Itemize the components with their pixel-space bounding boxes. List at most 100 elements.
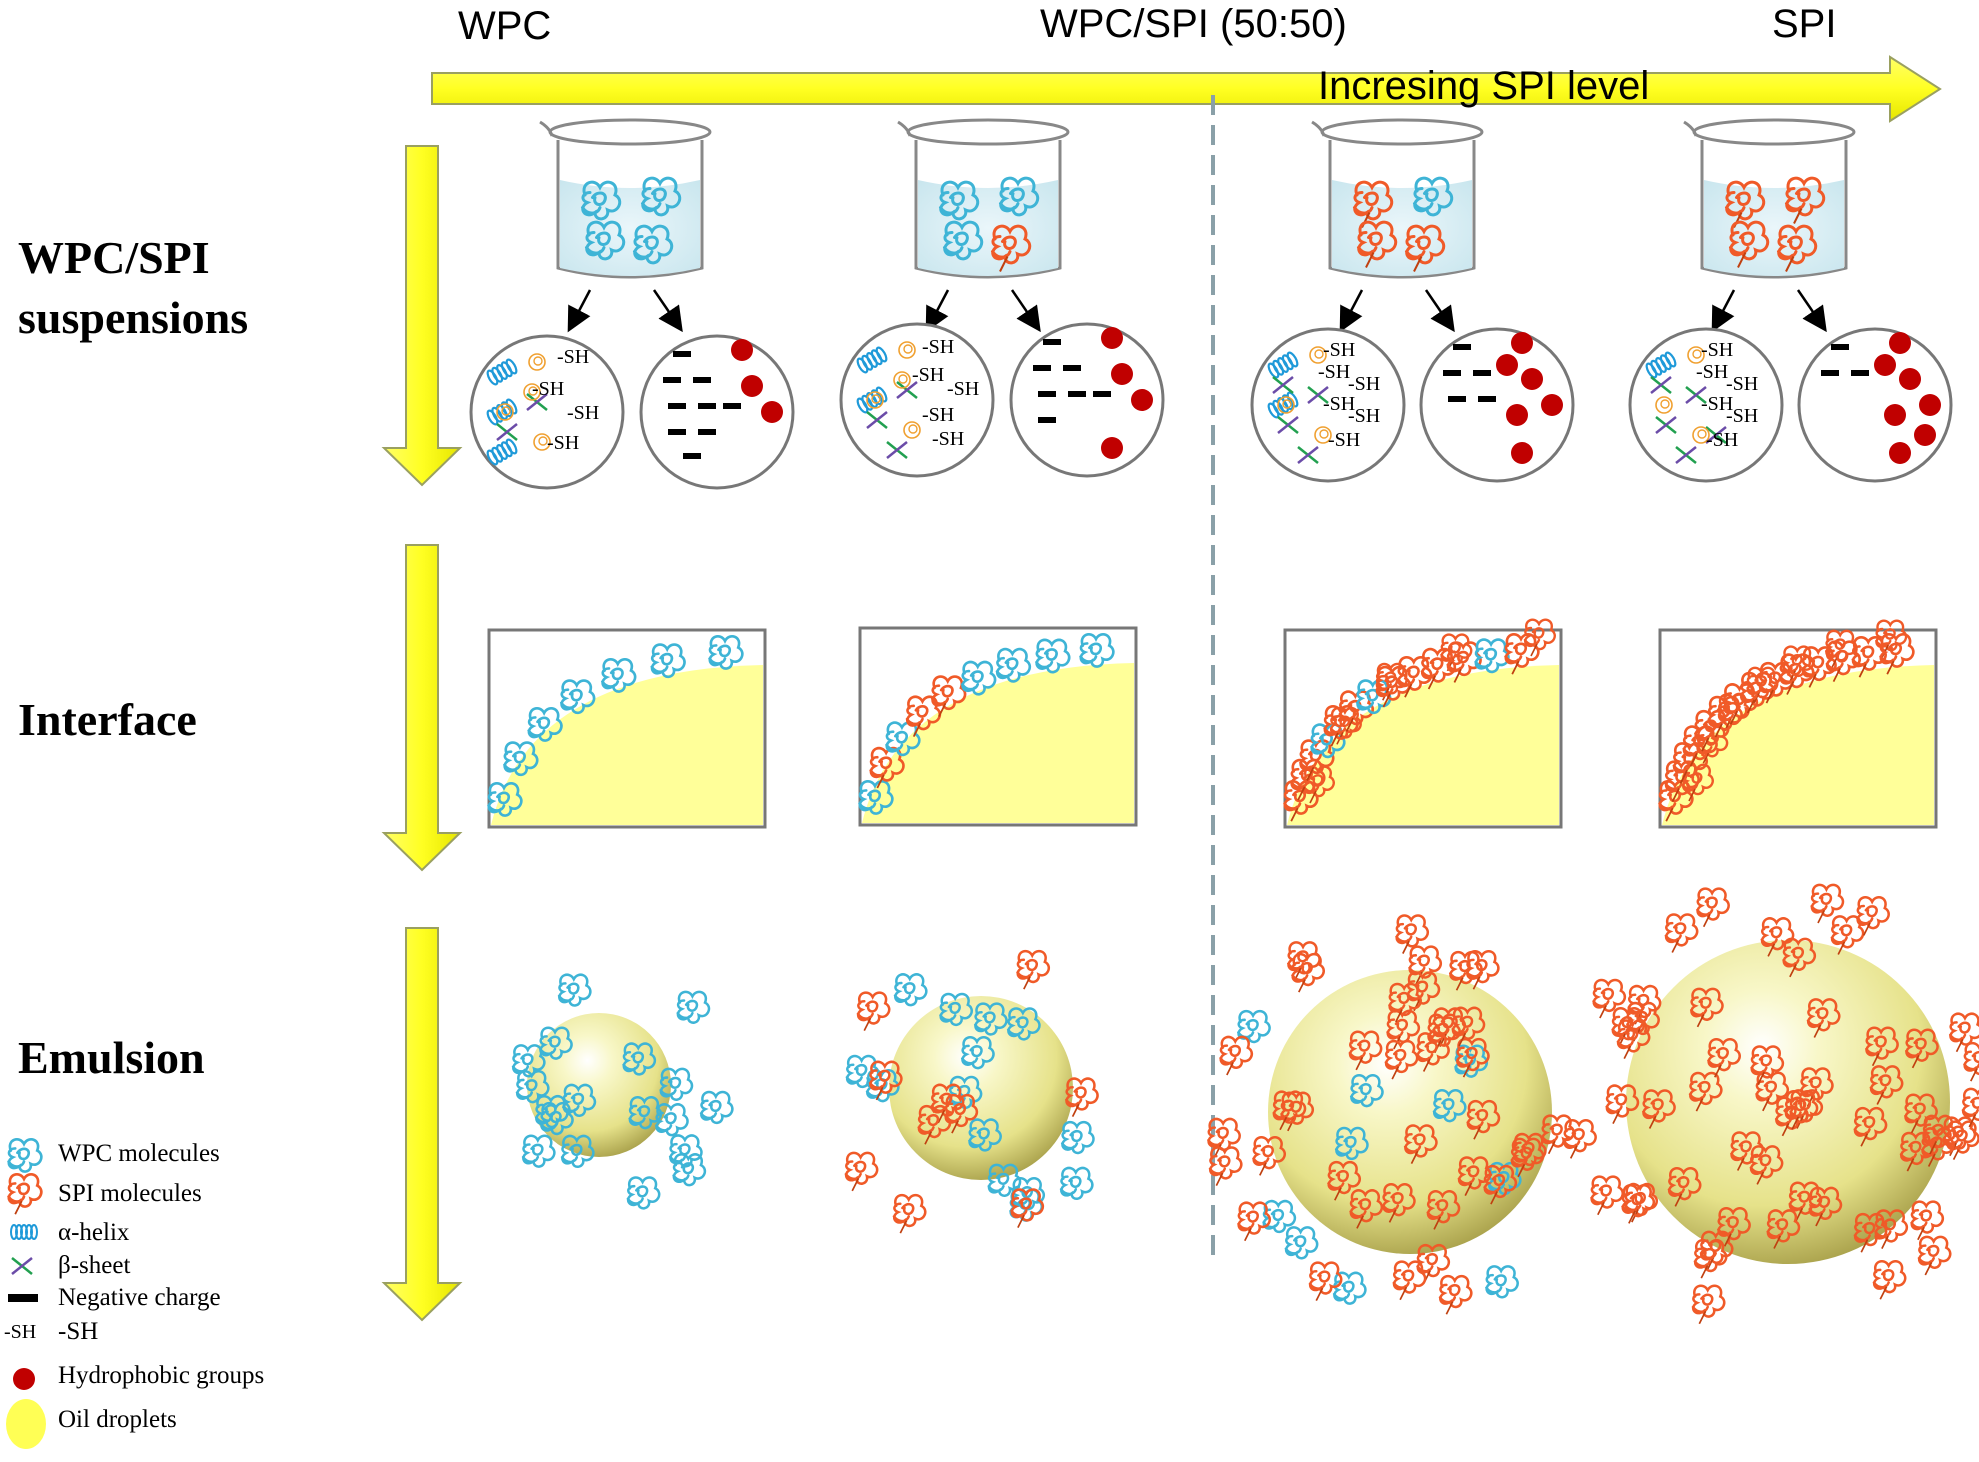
hydrophobic-group-icon [1101,327,1123,349]
hydrophobic-group-icon [741,375,763,397]
spi-molecule-icon [1760,917,1795,957]
wpc-molecule-icon [973,1002,1008,1036]
spi-molecule-icon [1949,1012,1979,1053]
stage-arrow-interface [381,544,463,872]
sh-group-label: -SH [1726,373,1759,395]
structure-circle [839,322,995,478]
stage-arrow-emulsion [381,927,463,1322]
beaker [1311,118,1484,333]
wpc-molecule-icon [1485,1265,1519,1299]
oil-droplet [844,949,1099,1234]
beta-sheet-icon [496,423,518,441]
unfolded-protein-icon [866,391,884,409]
oil-phase [862,663,1134,823]
spi-molecule-icon [1667,1167,1702,1207]
spi-molecule-icon [1729,220,1770,268]
spi-molecule-icon [991,224,1032,272]
negative-charge-icon [683,453,701,459]
legend-label-sh: -SH [58,1318,99,1345]
negative-charge-icon [663,377,681,383]
hydrophobic-group-icon [1511,332,1533,354]
spi-molecule-icon [1451,1006,1486,1047]
spi-molecule-icon [1395,914,1429,954]
spi-molecule-icon [1688,1071,1723,1112]
spi-molecule-icon [869,746,905,789]
oil-droplet [1563,883,1979,1325]
wpc-molecule-icon [885,721,921,757]
negative-charge-icon [1478,396,1496,402]
spi-molecule-icon [1510,1137,1545,1178]
unfolded-protein-icon [1692,426,1710,444]
spi-molecule-icon [1853,1212,1888,1253]
wpc-molecule-icon [1284,1226,1319,1260]
beaker [897,118,1070,333]
spi-molecule-icon [1766,1209,1801,1249]
spi-molecule-icon [1825,640,1861,682]
sh-group-label: -SH [547,432,580,454]
wpc-molecule-icon [527,707,563,742]
spi-molecule-icon [1869,1065,1904,1105]
hydrophobic-group-icon [1889,442,1911,464]
spi-molecule-icon [1065,1077,1099,1118]
wpc-molecule-icon [601,658,637,693]
sh-group-label: -SH [532,378,565,400]
alpha-helix-icon [486,438,518,466]
wpc-molecule-icon [487,782,523,817]
spi-molecule-icon [1590,1175,1624,1216]
alpha-helix-icon [1267,351,1299,379]
hydrophobic-group-icon [1111,363,1133,385]
spi-molecule-icon [1308,1261,1343,1302]
wpc-molecule-icon [626,1176,661,1210]
beaker [539,118,712,333]
spi-molecule-icon [905,695,942,738]
sh-group-label: -SH [932,428,965,450]
spi-molecule-icon [1283,780,1319,822]
wpc-molecule-icon [961,660,997,696]
wpc-molecule-icon [560,1134,595,1168]
spi-molecule-icon [1426,1190,1461,1230]
arrow-text: Incresing SPI level [1318,64,1650,108]
wpc-molecule-icon [7,1138,43,1173]
interface-box [858,626,1138,827]
beta-sheet-icon [1272,376,1294,394]
spi-molecule-icon [1872,1259,1907,1300]
spi-molecule-icon [1879,633,1915,675]
spi-molecule-icon [1504,633,1540,675]
wpc-molecule-icon [1474,638,1510,674]
unfolded-protein-icon [903,421,921,439]
oil-phase [1287,665,1559,825]
unfolded-protein-icon [1309,346,1327,364]
wpc-molecule-icon [659,1067,694,1101]
spi-molecule-icon [1291,952,1325,993]
top-label-wpc: WPC [458,4,552,48]
negative-charge-icon [8,1294,38,1302]
oil-phase [1662,665,1934,825]
wpc-molecule-icon [562,1083,597,1117]
spi-molecule-icon [1616,1019,1651,1059]
spi-molecule-icon [1466,1099,1501,1140]
spi-molecule-icon [1696,887,1730,928]
spi-molecule-icon [1664,913,1699,953]
spi-molecule-icon [1777,224,1818,272]
spi-molecule-icon [1416,1032,1450,1072]
spi-molecule-icon [1691,1284,1726,1325]
spi-molecule-icon [892,1193,927,1234]
wpc-molecule-icon [1035,638,1071,674]
spi-molecule-icon [1853,1106,1888,1147]
spi-molecule-icon [1416,1243,1451,1284]
hydrophobic-group-icon [1506,404,1528,426]
hydrophobic-group-icon [1496,354,1518,376]
interface-box [1658,619,1938,829]
legend-label-wpc: WPC molecules [58,1140,220,1167]
top-label-spi: SPI [1772,2,1837,46]
wpc-molecule-icon [1332,1271,1367,1305]
hydrophobic-group-icon [1131,389,1153,411]
wpc-molecule-icon [650,643,686,679]
spi-molecule-icon [1272,1090,1307,1131]
spi-molecule-icon [1357,220,1398,268]
wpc-molecule-icon [1356,679,1392,715]
spi-molecule-icon [1621,1184,1656,1224]
sh-group-label: -SH [1328,429,1361,451]
spi-molecule-icon [1353,180,1394,228]
